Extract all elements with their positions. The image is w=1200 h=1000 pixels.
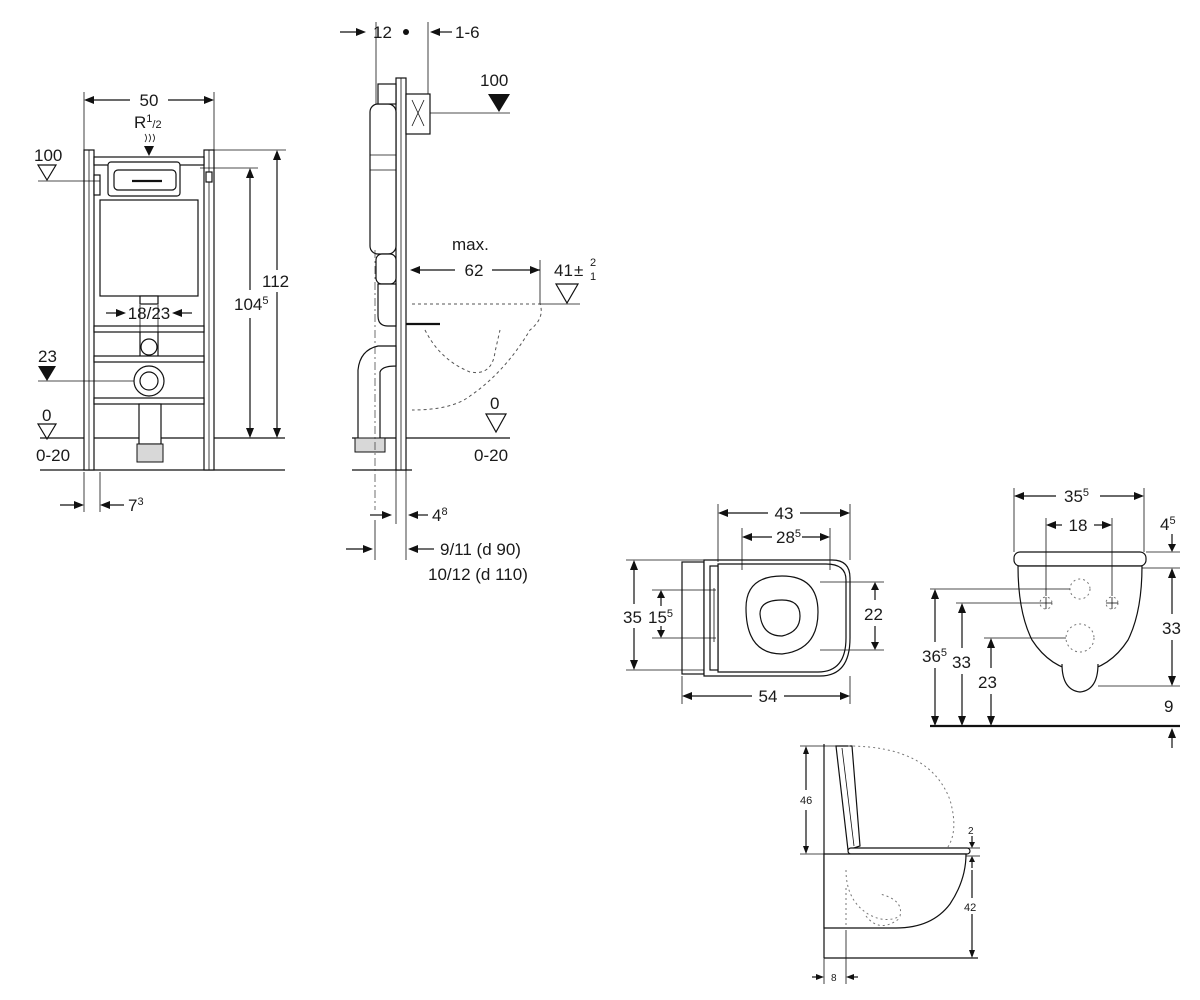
- bowl-opening: [745, 575, 819, 655]
- level-marker-icon: [36, 164, 58, 182]
- pipe-dim-d90: 9/11 (d 90): [440, 540, 521, 559]
- dim-height-35: 35: [623, 608, 642, 627]
- dim-height-15-5: 155: [648, 608, 673, 627]
- tolerance-plus: 2: [590, 257, 596, 269]
- level-marker-icon: [484, 413, 508, 434]
- dim-height-36-5: 365: [922, 647, 947, 666]
- level-marker-icon: [554, 283, 580, 305]
- lid-swing-arc: [847, 745, 955, 853]
- tolerance-minus: 1: [590, 271, 596, 283]
- supply-thread-label: R1/2: [134, 113, 162, 132]
- flush-plate-side: [405, 93, 431, 135]
- level-marker-filled-icon: [488, 94, 510, 112]
- svg-text:±: ±: [574, 261, 583, 280]
- dim-height-23: 23: [978, 673, 997, 692]
- bowl-side-view: 46 2 42 8: [800, 744, 980, 984]
- dim-length-54: 54: [759, 687, 778, 706]
- dim-height-42: 42: [964, 902, 976, 914]
- bowl-outline-rear: [1017, 565, 1143, 673]
- bowl-outline-dashed: [411, 303, 542, 411]
- dim-4-5: 45: [1160, 515, 1176, 534]
- max-label: max.: [452, 235, 489, 254]
- dim-offset-8: 8: [831, 973, 837, 984]
- level-marker-filled-icon: [38, 366, 56, 381]
- level-0-label: 0: [490, 394, 499, 413]
- dim-spacing-18-23: 18/23: [128, 304, 171, 323]
- dim-height-33-right: 33: [1162, 619, 1181, 638]
- level-100-label: 100: [480, 71, 508, 90]
- dim-height-46: 46: [800, 795, 812, 807]
- dim-width-43: 43: [775, 504, 794, 523]
- supply-arrow-icon: [144, 146, 154, 156]
- drain-hole: [1065, 623, 1095, 653]
- bowl-rear-view: 355 18 45 33 9 365: [922, 487, 1181, 748]
- bowl-outline-side: [823, 853, 967, 929]
- dim-width-28-5: 285: [776, 528, 801, 547]
- dim-width-35-5: 355: [1064, 487, 1089, 506]
- dim-width-50: 50: [140, 91, 159, 110]
- range-0-20-label: 0-20: [474, 446, 508, 465]
- cistern-side: [369, 103, 397, 255]
- seat: [847, 847, 971, 855]
- frame-side-view: 12 1-6 100 max. 62 41 ± 2 1 0 0-20 48: [340, 22, 596, 584]
- level-0-label: 0: [42, 406, 51, 425]
- water-inlet: [140, 338, 158, 356]
- dim-12: 12: [373, 23, 392, 42]
- dim-offset-7-3: 73: [128, 496, 144, 515]
- level-23-label: 23: [38, 347, 57, 366]
- dim-height-41: 41: [554, 261, 573, 280]
- seat-lid: [1013, 551, 1147, 567]
- pipe-dim-d110: 10/12 (d 110): [428, 565, 528, 584]
- wall-plate: [681, 561, 705, 675]
- frame-front-view: 50 R1/2 100 23 0 0-20 112 1045: [34, 91, 289, 515]
- dim-height-104-5: 1045: [234, 295, 269, 314]
- range-0-20-label: 0-20: [36, 446, 70, 465]
- dim-4-8: 48: [432, 506, 448, 525]
- level-marker-icon: [36, 423, 58, 441]
- cistern: [99, 199, 199, 297]
- dim-height-33-left: 33: [952, 653, 971, 672]
- dim-spacing-18: 18: [1069, 516, 1088, 535]
- dim-1-6: 1-6: [455, 23, 480, 42]
- level-100-label: 100: [34, 146, 62, 165]
- dim-9: 9: [1164, 697, 1173, 716]
- dim-projection-62: 62: [465, 261, 484, 280]
- drain-bend: [357, 345, 397, 441]
- dim-height-112: 112: [262, 272, 289, 291]
- dim-gap-2: 2: [968, 826, 974, 837]
- dim-height-22: 22: [864, 605, 883, 624]
- bowl-top-view: 43 285 35 155 22: [623, 504, 884, 706]
